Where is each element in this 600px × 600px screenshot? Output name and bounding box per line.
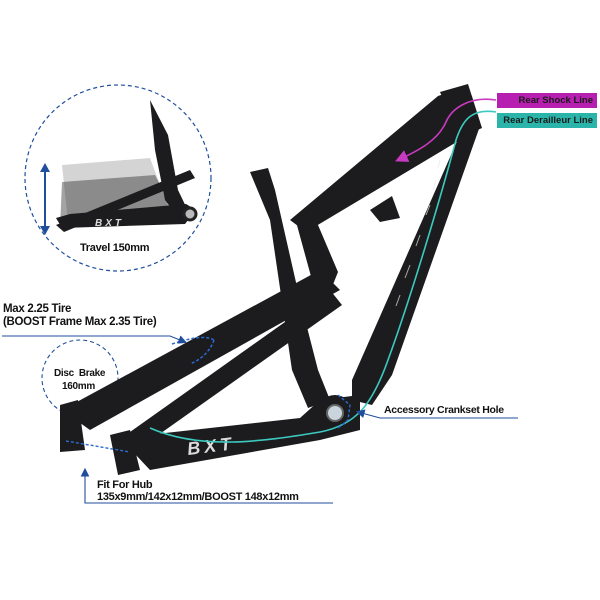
disc-brake-label-line2: 160mm [62, 381, 95, 392]
arrow-up-icon [40, 163, 50, 172]
legend-rear-derailleur-line: Rear Derailleur Line [497, 113, 597, 128]
travel-inset: BXT [24, 84, 212, 272]
main-frame [60, 84, 482, 475]
rear-derailleur-line [149, 110, 497, 443]
rear-shock-line [395, 98, 497, 162]
bb-shell [326, 404, 344, 422]
tire-clearance-label-line2: (BOOST Frame Max 2.35 Tire) [3, 316, 157, 328]
hub-label-line2: 135x9mm/142x12mm/BOOST 148x12mm [97, 491, 299, 503]
tire-clearance-label-line1: Max 2.25 Tire [3, 303, 72, 315]
travel-label: Travel 150mm [80, 242, 150, 254]
disc-brake-label-line1: Disc Brake [54, 368, 106, 379]
crankset-hole-label: Accessory Crankset Hole [384, 404, 504, 416]
legend-rear-shock-line: Rear Shock Line [497, 93, 597, 108]
inset-logo: BXT [95, 218, 124, 229]
hub-label-line1: Fit For Hub [97, 479, 153, 491]
arrow-down-icon [40, 226, 50, 235]
